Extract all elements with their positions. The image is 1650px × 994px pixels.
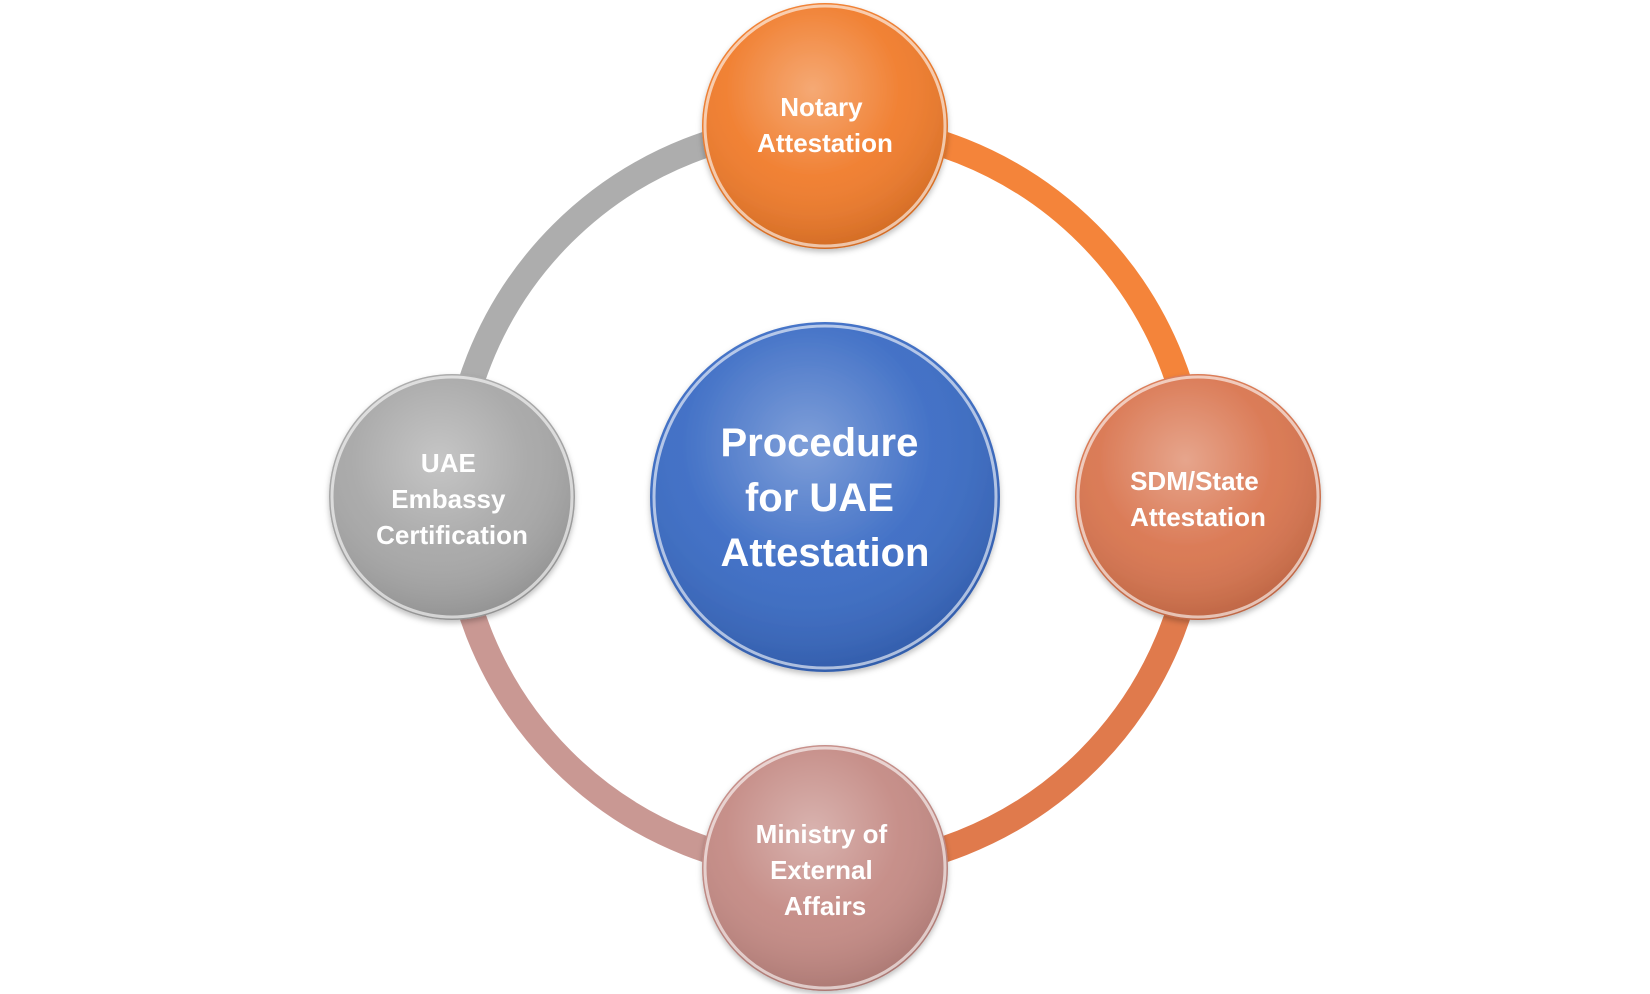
node-notary-label: Notary Attestation: [757, 92, 893, 158]
node-sdm-gloss: [1075, 374, 1321, 620]
node-embassy-rim: [330, 375, 574, 619]
node-ministry-label: Ministry of External Affairs: [756, 819, 895, 921]
node-sdm-label-line-2: Attestation: [1130, 502, 1266, 532]
center-title-line-3: Attestation: [721, 531, 930, 575]
center-node: Procedure for UAE Attestation: [650, 322, 1000, 672]
node-embassy-gloss: [329, 374, 575, 620]
node-ministry-external-affairs: Ministry of External Affairs: [702, 745, 948, 991]
node-ministry-rim: [703, 746, 947, 990]
center-title-line-2: for UAE: [745, 476, 894, 520]
center-title: Procedure for UAE Attestation: [721, 421, 930, 575]
node-embassy-label-line-3: Certification: [376, 520, 528, 550]
node-ministry-label-line-1: Ministry of: [756, 819, 888, 849]
node-notary-label-line-2: Attestation: [757, 128, 893, 158]
center-rim: [652, 324, 998, 670]
node-notary-rim: [703, 4, 947, 248]
center-gloss: [650, 322, 1000, 672]
node-ministry-gloss: [702, 745, 948, 991]
node-ministry-label-line-2: External: [770, 855, 873, 885]
node-ministry-label-line-3: Affairs: [784, 891, 866, 921]
node-notary-attestation: Notary Attestation: [702, 3, 948, 249]
node-embassy-label-line-1: UAE: [421, 448, 476, 478]
center-title-line-1: Procedure: [721, 421, 919, 465]
node-embassy-label-line-2: Embassy: [391, 484, 506, 514]
node-sdm-label-line-1: SDM/State: [1130, 466, 1259, 496]
node-sdm-state-attestation: SDM/State Attestation: [1075, 374, 1321, 620]
node-embassy-label: UAE Embassy Certification: [376, 448, 528, 550]
node-notary-gloss: [702, 3, 948, 249]
node-sdm-label: SDM/State Attestation: [1130, 466, 1266, 532]
node-sdm-rim: [1076, 375, 1320, 619]
node-notary-label-line-1: Notary: [780, 92, 863, 122]
node-uae-embassy-certification: UAE Embassy Certification: [329, 374, 575, 620]
